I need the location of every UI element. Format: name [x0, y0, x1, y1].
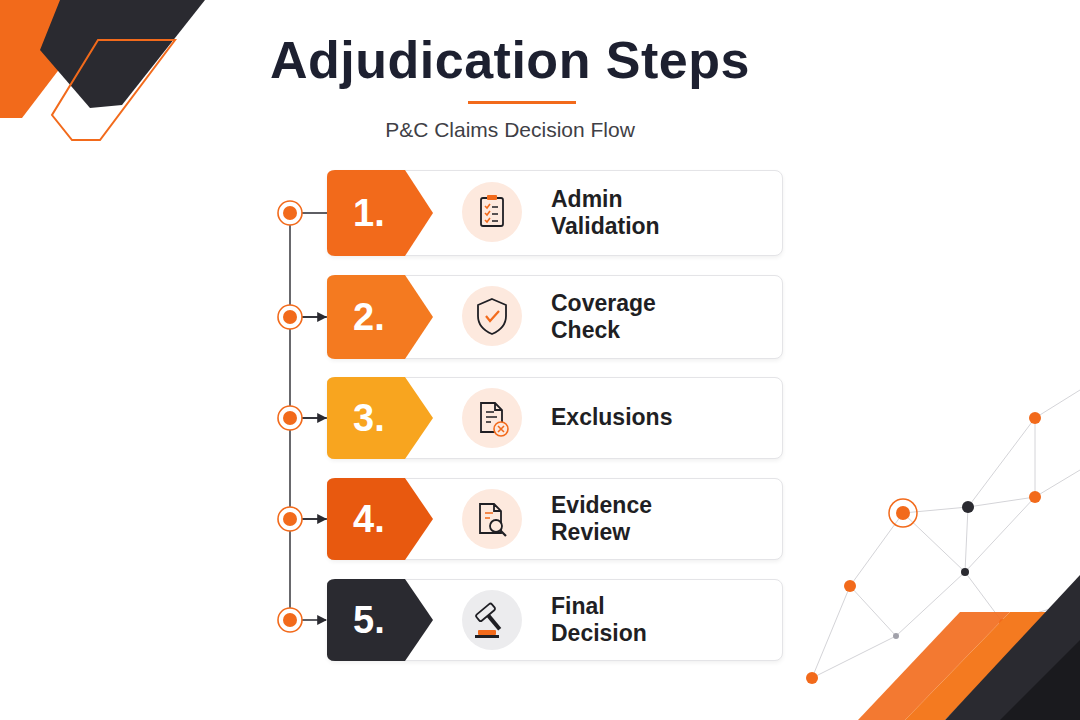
- step-number: 5.: [353, 599, 385, 642]
- subtitle: P&C Claims Decision Flow: [0, 118, 1020, 142]
- step-badge: 5.: [327, 579, 433, 661]
- shield-icon: [462, 286, 522, 346]
- step-label: Final Decision: [551, 593, 701, 647]
- flow-connector: [290, 213, 327, 317]
- corner-outline: [52, 40, 175, 140]
- step-box: 2. Coverage Check: [327, 275, 783, 359]
- step-badge: 1.: [327, 170, 433, 256]
- document-search-icon: [462, 489, 522, 549]
- step-badge: 2.: [327, 275, 433, 359]
- step-badge: 4.: [327, 478, 433, 560]
- flow-connector: [290, 519, 327, 620]
- document-x-icon: [462, 388, 522, 448]
- step-label: Admin Validation: [551, 186, 701, 240]
- step-box: 1. Admin Validation: [327, 170, 783, 256]
- step-box: 5. Final Decision: [327, 579, 783, 661]
- flow-connector: [290, 418, 327, 519]
- timeline-dot: [278, 406, 302, 430]
- step-number: 3.: [353, 397, 385, 440]
- gavel-icon: [462, 590, 522, 650]
- step-number: 2.: [353, 296, 385, 339]
- step-label: Coverage Check: [551, 290, 701, 344]
- step-label: Exclusions: [551, 404, 672, 431]
- step-number: 1.: [353, 192, 385, 235]
- corner-shape: [40, 0, 205, 108]
- timeline-dot: [278, 201, 302, 225]
- step-number: 4.: [353, 498, 385, 541]
- title-underline: [468, 101, 576, 104]
- step-box: 4. Evidence Review: [327, 478, 783, 560]
- corner-bottom-right: [858, 575, 1080, 720]
- timeline-dot: [278, 608, 302, 632]
- diagram-title: Adjudication Steps: [0, 30, 1020, 90]
- flow-connector: [290, 317, 327, 418]
- timeline-dot: [278, 507, 302, 531]
- clipboard-icon: [462, 182, 522, 242]
- step-box: 3. Exclusions: [327, 377, 783, 459]
- step-badge: 3.: [327, 377, 433, 459]
- corner-top-left: [0, 0, 205, 140]
- timeline-dot: [278, 305, 302, 329]
- step-label: Evidence Review: [551, 492, 701, 546]
